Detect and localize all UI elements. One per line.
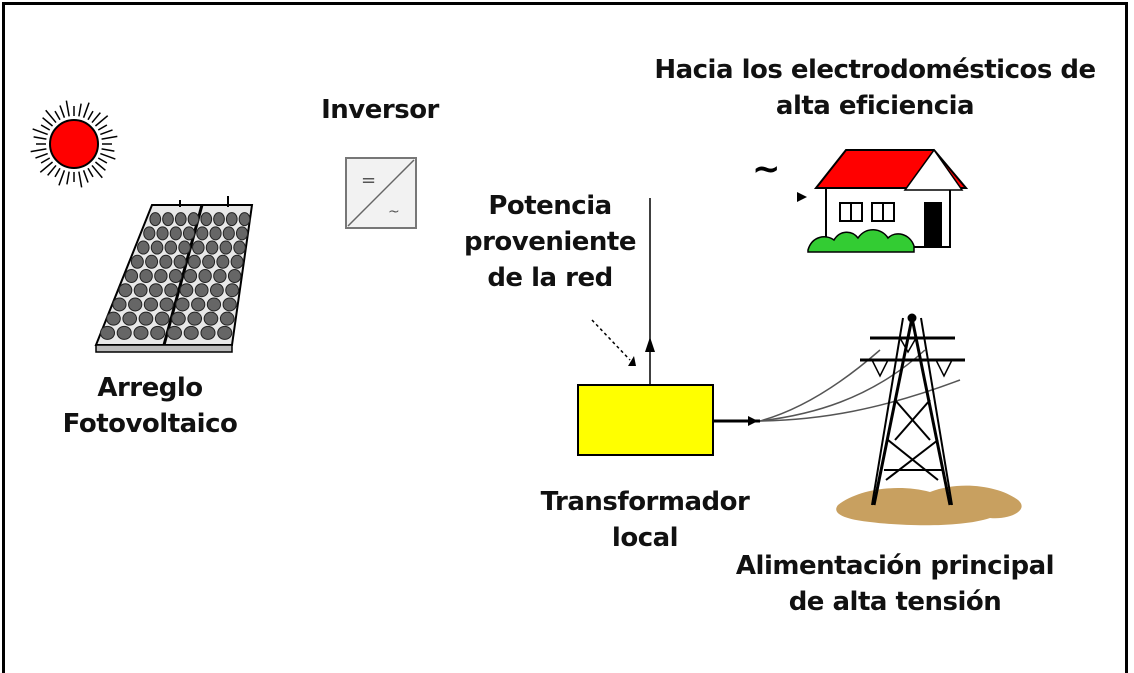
ground-patch <box>836 485 1022 526</box>
house-icon <box>807 148 969 253</box>
connector-arrow <box>748 416 758 426</box>
grid-power-label-line1: Potencia <box>488 191 612 221</box>
cable-3 <box>759 379 961 422</box>
array-label-line1: Arreglo <box>97 373 203 403</box>
inverter-label: Inversor <box>321 95 439 125</box>
grid-power-label-line3: de la red <box>487 263 613 293</box>
mains-label-line2: de alta tensión <box>788 587 1002 617</box>
mains-label: Alimentación principal de alta tensión <box>720 548 1070 620</box>
inverter-icon <box>345 157 417 229</box>
solar-panel-icon <box>94 196 254 353</box>
grid-arrow-head <box>628 356 636 366</box>
grid-arrow <box>591 319 631 361</box>
transmission-tower-icon <box>860 313 965 506</box>
house-arrow <box>797 192 807 202</box>
up-arrow <box>645 337 655 352</box>
cable-2 <box>759 349 926 422</box>
transformer-label-line2: local <box>611 523 679 553</box>
appliances-label-line1: Hacia los electrodomésticos de <box>654 55 1096 85</box>
appliances-label: Hacia los electrodomésticos de alta efic… <box>640 52 1110 124</box>
grid-power-label: Potencia proveniente de la red <box>450 188 650 296</box>
transformer-label: Transformador local <box>535 484 755 556</box>
mains-label-line1: Alimentación principal <box>735 551 1055 581</box>
appliances-label-line2: alta eficiencia <box>775 91 975 121</box>
grid-power-label-line2: proveniente <box>463 227 637 257</box>
array-label-line2: Fotovoltaico <box>62 409 238 439</box>
sun-icon <box>30 100 118 188</box>
ac-tilde-symbol: ~ <box>752 149 781 189</box>
inverter-ac-symbol: ~ <box>388 204 400 220</box>
array-label: Arreglo Fotovoltaico <box>60 370 240 442</box>
transformer-box <box>577 384 714 456</box>
transformer-label-line1: Transformador <box>540 487 750 517</box>
inverter-dc-symbol: = <box>361 170 376 191</box>
